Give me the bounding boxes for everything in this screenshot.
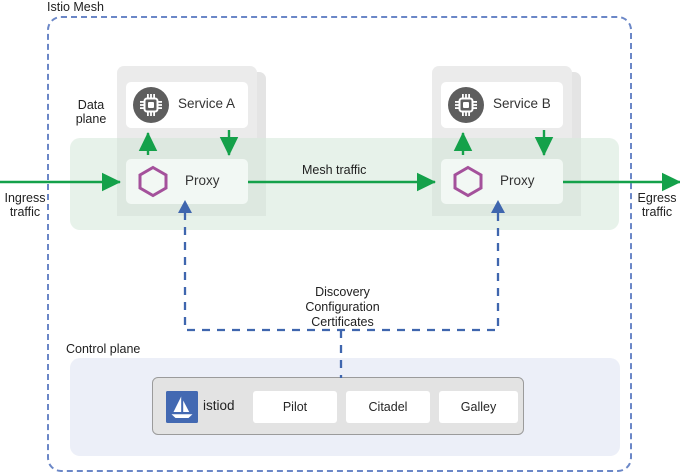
component-label-citadel: Citadel: [368, 400, 408, 414]
service-b-label: Service B: [493, 96, 551, 111]
proxy-a-box: Proxy: [126, 159, 248, 204]
component-label-galley: Galley: [460, 400, 497, 414]
control-plane-label: Control plane: [66, 342, 141, 356]
cpu-chip-icon: [448, 87, 484, 123]
mesh-traffic-label: Mesh traffic: [302, 163, 367, 177]
control-flow-label: Discovery Configuration Certificates: [305, 285, 380, 329]
service-a-label: Service A: [178, 96, 236, 111]
pod-a-dataplane-overlay-corner: [117, 204, 266, 216]
pod-b-dataplane-overlay-corner: [432, 204, 581, 216]
cpu-chip-icon: [133, 87, 169, 123]
component-box-pilot[interactable]: Pilot: [253, 391, 337, 423]
hexagon-envoy-icon: [136, 165, 170, 198]
proxy-b-label: Proxy: [500, 173, 535, 188]
istio-mesh-boundary: [47, 16, 632, 472]
component-label-pilot: Pilot: [282, 400, 308, 414]
istio-sailboat-logo: [166, 391, 198, 423]
egress-traffic-label: Egress traffic: [637, 191, 677, 219]
istio-mesh-title: Istio Mesh: [47, 0, 104, 14]
data-plane-label: Data plane: [75, 98, 107, 126]
ingress-traffic-label: Ingress traffic: [4, 191, 46, 219]
istiod-panel: istiod Pilot Citadel Galley: [152, 377, 524, 435]
component-box-galley[interactable]: Galley: [439, 391, 518, 423]
istiod-label: istiod: [203, 398, 235, 413]
hexagon-envoy-icon: [451, 165, 485, 198]
proxy-b-box: Proxy: [441, 159, 563, 204]
component-box-citadel[interactable]: Citadel: [346, 391, 430, 423]
proxy-a-label: Proxy: [185, 173, 220, 188]
service-a-box: Service A: [126, 82, 248, 128]
service-b-box: Service B: [441, 82, 563, 128]
